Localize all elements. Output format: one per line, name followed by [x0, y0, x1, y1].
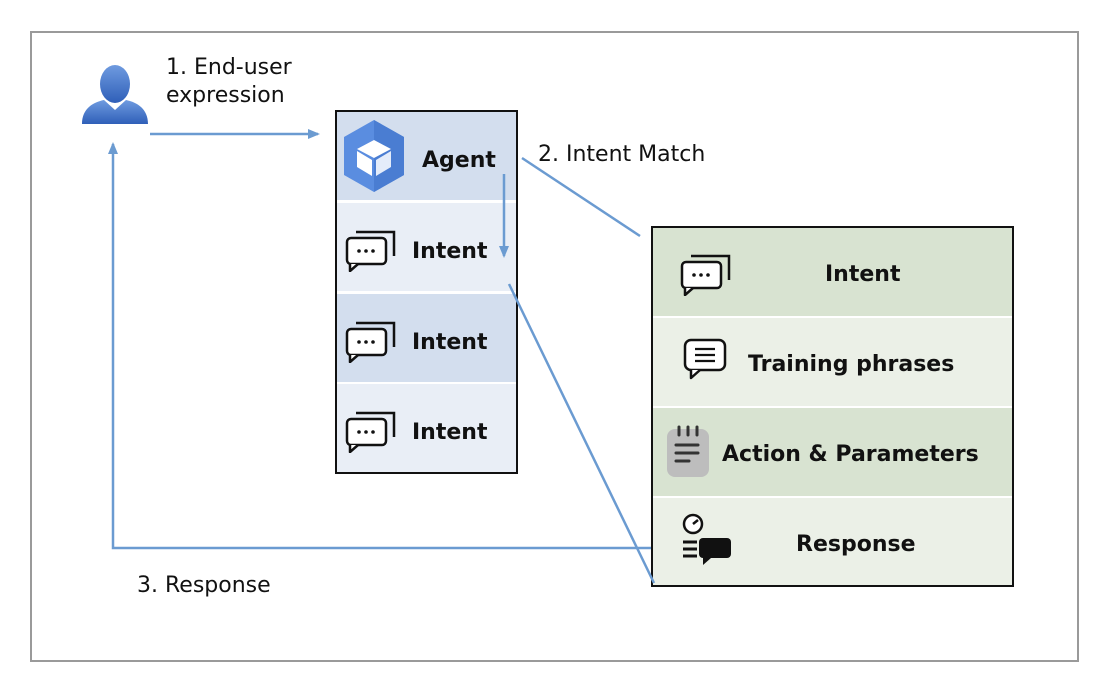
connector-intent-match-bottom — [507, 283, 656, 584]
agent-label: Agent — [422, 148, 496, 173]
detail-action-label: Action & Parameters — [722, 442, 979, 467]
diagram-frame — [30, 31, 1079, 662]
intent-detail-panel: Intent Training phrases Action & Paramet… — [651, 226, 1014, 587]
agent-intent-row[interactable]: Intent — [337, 294, 516, 382]
detail-row-response[interactable]: Response — [653, 498, 1012, 585]
intent-label: Intent — [412, 420, 488, 445]
detail-intent-label: Intent — [825, 262, 901, 287]
agent-intent-row[interactable]: Intent — [337, 384, 516, 472]
intent-label: Intent — [412, 239, 488, 264]
arrow-response-to-user — [108, 142, 651, 550]
agent-intent-row[interactable]: Intent — [337, 203, 516, 291]
step3-label: 3. Response — [137, 573, 271, 598]
step2-label: 2. Intent Match — [538, 142, 706, 167]
detail-training-label: Training phrases — [748, 352, 955, 377]
detail-row-action-parameters[interactable]: Action & Parameters — [653, 408, 1012, 496]
detail-row-training-phrases[interactable]: Training phrases — [653, 318, 1012, 406]
dialogflow-agent-icon — [344, 120, 404, 192]
message-text-icon — [683, 338, 727, 380]
step1-label: 1. End-user expression — [166, 54, 292, 110]
response-icon — [682, 513, 731, 565]
chat-bubbles-icon — [680, 254, 731, 296]
connector-intent-match-top — [521, 156, 641, 238]
agent-panel: Agent Intent Intent Intent — [335, 110, 518, 474]
detail-row-intent[interactable]: Intent — [653, 228, 1012, 316]
user-icon — [82, 65, 148, 124]
step1-line2: expression — [166, 83, 285, 108]
detail-response-label: Response — [796, 532, 916, 557]
intent-label: Intent — [412, 330, 488, 355]
notepad-icon — [667, 425, 709, 477]
step1-line1: 1. End-user — [166, 55, 292, 80]
chat-bubbles-icon — [345, 230, 396, 272]
chat-bubbles-icon — [345, 411, 396, 453]
chat-bubbles-icon — [345, 321, 396, 363]
agent-header[interactable]: Agent — [337, 112, 516, 200]
